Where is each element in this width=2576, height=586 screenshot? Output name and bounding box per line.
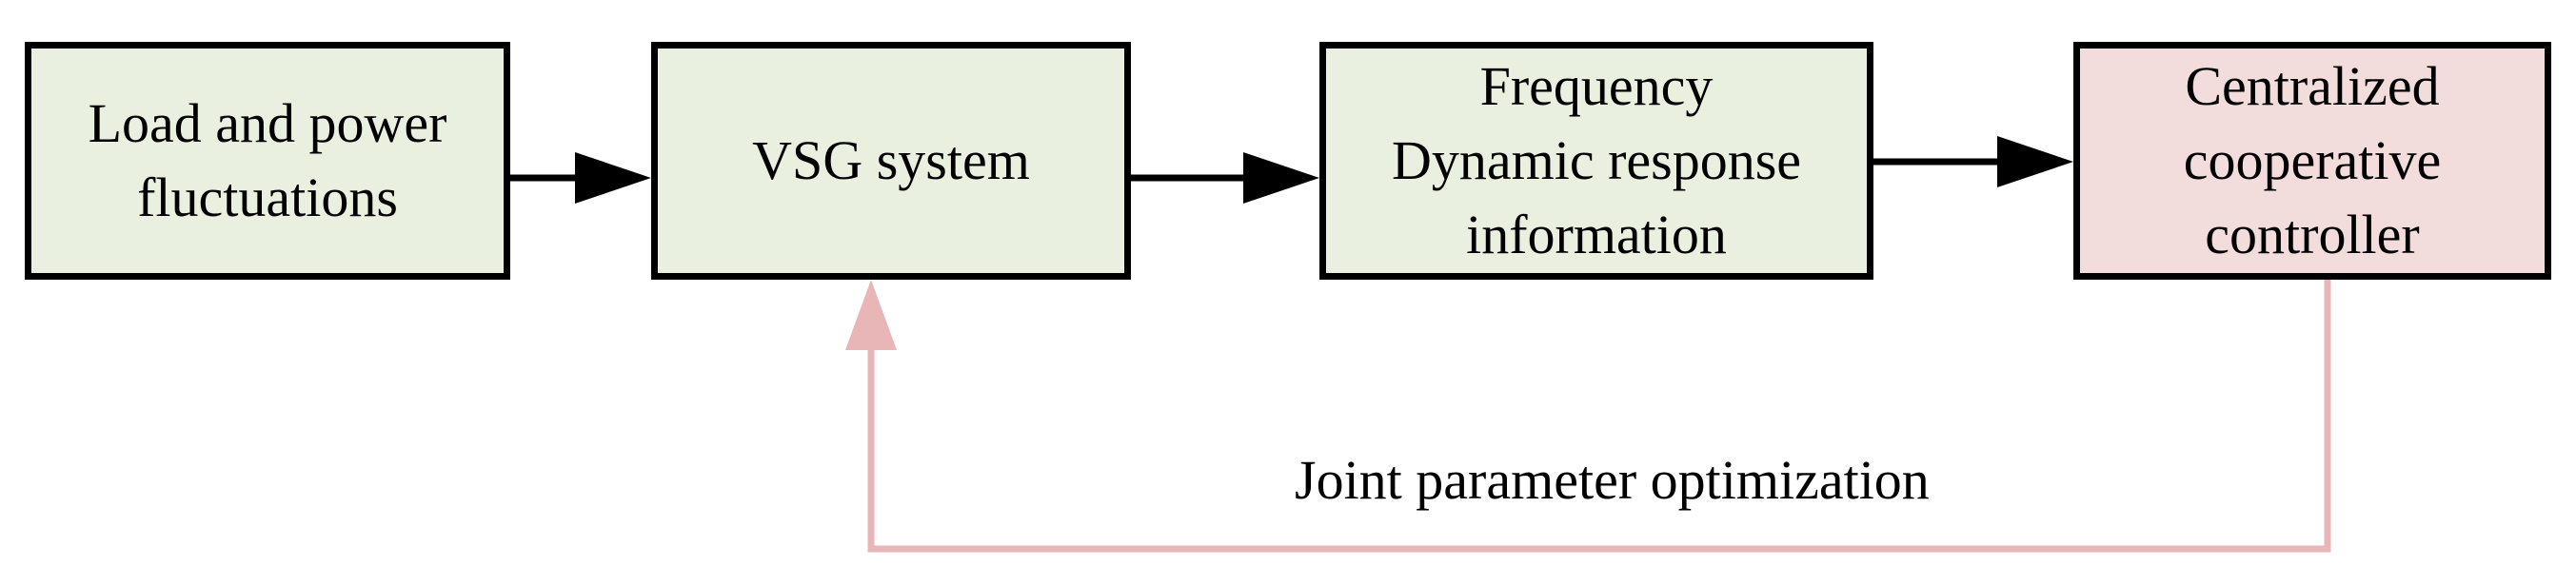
load-box-line-2: fluctuations	[137, 166, 398, 228]
centralized-controller-box: Centralized cooperative controller	[2073, 42, 2551, 280]
feedback-arrow-head	[845, 280, 897, 350]
frequency-response-box: Frequency Dynamic response information	[1319, 42, 1873, 280]
freq-box-line-2: Dynamic response	[1391, 129, 1802, 191]
freq-box-line-3: information	[1466, 204, 1727, 265]
vsg-box-line-1: VSG system	[752, 129, 1030, 191]
load-fluctuations-box: Load and power fluctuations	[25, 42, 510, 280]
arrow-vsg-to-freq-head	[1243, 152, 1319, 204]
controller-box-line-1: Centralized	[2185, 55, 2440, 117]
controller-box-line-3: controller	[2205, 204, 2420, 265]
vsg-system-box: VSG system	[651, 42, 1131, 280]
controller-box-line-2: cooperative	[2183, 129, 2442, 191]
freq-box-line-1: Frequency	[1479, 55, 1714, 117]
feedback-path-line	[867, 280, 2331, 553]
load-box-line-1: Load and power	[88, 92, 447, 154]
arrow-load-to-vsg-head	[575, 152, 651, 204]
arrow-freq-to-ctrl-head	[1997, 136, 2073, 187]
feedback-label: Joint parameter optimization	[1295, 449, 1930, 511]
